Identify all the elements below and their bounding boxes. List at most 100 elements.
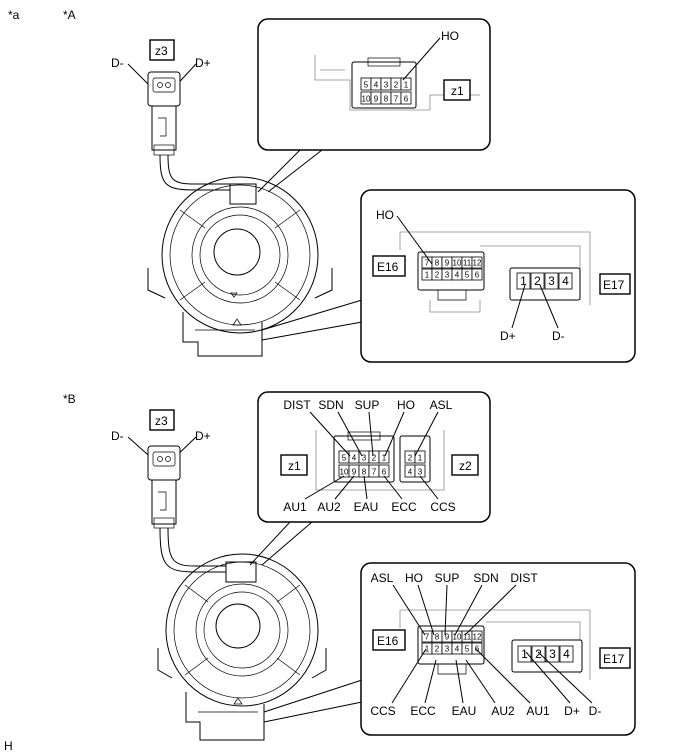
b-z-bottom-label-0: AU1 bbox=[283, 500, 307, 514]
b-z-bottom-label-3: ECC bbox=[391, 500, 417, 514]
a-e16-bot-pin-3: 4 bbox=[455, 271, 460, 280]
tag-z1-b bbox=[280, 454, 308, 476]
a-e17-pin-3: 4 bbox=[562, 274, 569, 288]
a-z1-top-pin-1: 4 bbox=[374, 81, 379, 90]
b-z1-bot-pin-3: 7 bbox=[372, 468, 377, 477]
b-e17-cell-1 bbox=[531, 645, 546, 663]
b-e-bottom-label-1: ECC bbox=[410, 704, 436, 718]
tag-z1-b-text: z1 bbox=[288, 459, 301, 473]
b-z1-bot-pin-2: 8 bbox=[362, 468, 367, 477]
a-e16-bot-pin-5: 6 bbox=[475, 271, 480, 280]
b-e16-top-pin-5: 12 bbox=[473, 633, 482, 642]
b-e-bottom-label-0: CCS bbox=[370, 704, 395, 718]
z3-a-dplus-label: D+ bbox=[195, 56, 211, 70]
a-e17-pin-0: 1 bbox=[520, 274, 527, 288]
b-e17-cell-2 bbox=[545, 645, 560, 663]
b-z2-top-pin-1: 1 bbox=[418, 454, 423, 463]
z3-b-dminus-label: D- bbox=[111, 429, 124, 443]
a-e17-cell-1 bbox=[530, 272, 545, 290]
a-e17-pin-1: 2 bbox=[534, 274, 541, 288]
b-e16-top-pin-3: 10 bbox=[453, 633, 462, 642]
b-e16-bot-pin-3: 4 bbox=[455, 645, 460, 654]
a-e17-cell-3 bbox=[558, 272, 573, 290]
z3-b-dplus-label: D+ bbox=[195, 429, 211, 443]
b-e-top-label-2: SUP bbox=[435, 571, 460, 585]
tag-e17-a bbox=[599, 273, 631, 295]
a-z1-bot-cell-4 bbox=[400, 91, 412, 105]
b-z2-bot-cell-1 bbox=[414, 464, 426, 478]
b-e17-cell-0 bbox=[517, 645, 532, 663]
b-e17-pin-3: 4 bbox=[563, 647, 570, 661]
b-e16-top-pin-2: 9 bbox=[445, 633, 450, 642]
b-e16-bot-pin-0: 1 bbox=[425, 645, 430, 654]
tag-z3-a bbox=[149, 39, 175, 61]
b-e-bottom-label-4: AU1 bbox=[526, 704, 550, 718]
a-z1-bot-pin-0: 10 bbox=[362, 95, 371, 104]
b-z-bottom-label-4: CCS bbox=[430, 500, 455, 514]
b-z1-top-pin-4: 1 bbox=[382, 454, 387, 463]
tag-e16-b bbox=[372, 629, 406, 651]
tag-z3-b bbox=[149, 409, 175, 431]
a-e17-dplus-label: D+ bbox=[500, 329, 516, 343]
b-e-bottom-label-3: AU2 bbox=[491, 704, 515, 718]
b-e17-pin-0: 1 bbox=[521, 647, 528, 661]
b-e16-bot-pin-4: 5 bbox=[465, 645, 470, 654]
b-e16-top-pin-4: 11 bbox=[463, 633, 472, 642]
b-e16-bot-pin-2: 3 bbox=[445, 645, 450, 654]
b-e16-bot-pin-1: 2 bbox=[435, 645, 440, 654]
label-footer: H bbox=[4, 739, 13, 753]
a-e16-top-pin-4: 11 bbox=[463, 259, 472, 268]
a-e16-top-pin-3: 10 bbox=[453, 259, 462, 268]
b-z-bottom-label-1: AU2 bbox=[317, 500, 341, 514]
spiral-a-center bbox=[213, 228, 261, 276]
a-z1-bot-pin-4: 6 bbox=[404, 95, 409, 104]
section-a-spiral-cable: z3 D- D+ bbox=[111, 39, 333, 357]
b-e-top-label-1: HO bbox=[405, 571, 423, 585]
b-e16-top-cell-5 bbox=[471, 630, 483, 643]
b-e17-pin-1: 2 bbox=[535, 647, 542, 661]
b-z1-bot-cell-4 bbox=[378, 464, 390, 478]
b-z2-top-cell-1 bbox=[414, 450, 426, 464]
a-e16-bot-pin-2: 3 bbox=[445, 271, 450, 280]
b-z2-bot-pin-0: 4 bbox=[408, 468, 413, 477]
b-e-top-label-3: SDN bbox=[473, 571, 498, 585]
a-e16-bot-pin-1: 2 bbox=[435, 271, 440, 280]
label-star-b: *B bbox=[63, 392, 76, 406]
a-z1-bot-pin-1: 9 bbox=[374, 95, 379, 104]
tag-e16-a bbox=[372, 255, 406, 277]
b-z1-top-pin-3: 2 bbox=[372, 454, 377, 463]
a-e17-cell-2 bbox=[544, 272, 559, 290]
b-z1-top-pin-0: 5 bbox=[342, 454, 347, 463]
b-z1-top-cell-4 bbox=[378, 450, 390, 464]
a-z1-top-pin-0: 5 bbox=[364, 81, 369, 90]
b-e16-top-pin-0: 7 bbox=[425, 633, 430, 642]
a-z1-bot-pin-2: 8 bbox=[384, 95, 389, 104]
b-z-top-label-2: SUP bbox=[355, 398, 380, 412]
tag-z3-b-text: z3 bbox=[155, 414, 168, 428]
a-e16-bot-pin-0: 1 bbox=[425, 271, 430, 280]
a-e16-top-pin-5: 12 bbox=[473, 259, 482, 268]
b-z2-bot-pin-1: 3 bbox=[418, 468, 423, 477]
b-e-top-label-0: ASL bbox=[371, 571, 394, 585]
b-e-bottom-label-5: D+ bbox=[564, 704, 580, 718]
b-z1-bot-pin-4: 6 bbox=[382, 468, 387, 477]
a-e17-dminus-label: D- bbox=[552, 329, 565, 343]
tag-e16-b-text: E16 bbox=[377, 634, 399, 648]
tag-e17-a-text: E17 bbox=[603, 278, 625, 292]
tag-z1-a bbox=[443, 79, 471, 101]
a-z1-ho-label: HO bbox=[441, 29, 459, 43]
b-e-bottom-label-2: EAU bbox=[452, 704, 477, 718]
b-e16-bot-cell-5 bbox=[471, 642, 483, 655]
b-z1-top-pin-1: 4 bbox=[352, 454, 357, 463]
z3-a-dminus-label: D- bbox=[111, 56, 124, 70]
b-e-bottom-label-6: D- bbox=[589, 704, 602, 718]
a-e16-top-cell-5 bbox=[471, 256, 483, 269]
spiral-a-top-connector bbox=[229, 183, 257, 205]
b-z1-top-pin-2: 3 bbox=[362, 454, 367, 463]
tag-z3-a-text: z3 bbox=[155, 44, 168, 58]
a-z1-top-pin-2: 3 bbox=[384, 81, 389, 90]
